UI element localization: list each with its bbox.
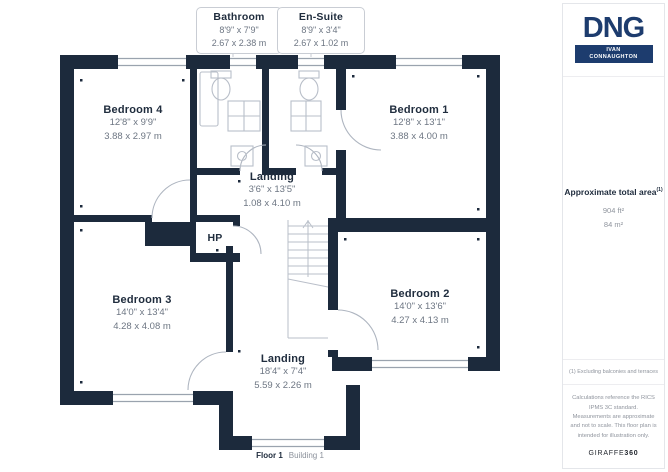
room-dims-m: 3.88 x 2.97 m <box>104 130 162 142</box>
shower-icon <box>290 100 322 132</box>
room-dims-ft: 12'8" x 9'9" <box>109 117 157 128</box>
shower-icon <box>227 100 261 132</box>
room-dims-m: 4.27 x 4.13 m <box>391 314 449 326</box>
total-area-ft: 904 ft² <box>602 206 625 216</box>
plan-footer: Floor 1 Building 1 <box>225 451 355 460</box>
windows <box>113 57 468 448</box>
door-arcs <box>151 109 382 391</box>
room-name: Bedroom 1 <box>389 104 449 116</box>
room-dims-ft: 18'4" x 7'4" <box>259 366 307 377</box>
room-name: HP <box>207 232 223 244</box>
staircase <box>287 220 329 339</box>
walls <box>60 55 500 450</box>
dng-logo-text: DNG <box>582 12 645 44</box>
dng-sub-line2: CONNAUGHTON <box>589 54 638 61</box>
label-landing-upper: Landing 3'6" x 13'5" 1.08 x 4.10 m <box>210 171 334 211</box>
label-bedroom-2: Bedroom 2 14'0" x 13'6" 4.27 x 4.13 m <box>357 288 483 328</box>
callout-bathroom: Bathroom 8'9" x 7'9" 2.67 x 2.38 m <box>196 7 282 55</box>
room-name: Landing <box>260 353 306 365</box>
sink-icon <box>230 145 254 167</box>
label-landing-lower: Landing 18'4" x 7'4" 5.59 x 2.26 m <box>221 353 345 393</box>
total-area-title: Approximate total area(1) <box>563 187 664 197</box>
agency-logo: DNG IVAN CONNAUGHTON <box>563 4 664 78</box>
dimension-markers <box>80 75 480 384</box>
label-bedroom-1: Bedroom 1 12'8" x 13'1" 3.88 x 4.00 m <box>356 104 482 144</box>
room-dims-m: 2.67 x 2.38 m <box>211 38 267 49</box>
room-name: Bathroom <box>213 11 265 23</box>
dng-sub-line1: IVAN <box>606 47 621 53</box>
building-label: Building 1 <box>288 451 324 460</box>
room-name: En-Suite <box>298 11 344 23</box>
callout-ensuite: En-Suite 8'9" x 3'4" 2.67 x 1.02 m <box>277 7 365 55</box>
room-name: Bedroom 4 <box>103 104 163 116</box>
total-area-section: Approximate total area(1) 904 ft² 84 m² <box>563 187 664 231</box>
total-area-title-text: Approximate total area <box>564 187 657 198</box>
dng-logo-subtitle: IVAN CONNAUGHTON <box>574 45 653 64</box>
sink-icon <box>304 145 328 167</box>
area-footnote: (1) Excluding balconies and terraces <box>563 359 664 384</box>
total-area-footnote-marker: (1) <box>656 187 663 194</box>
room-dims-m: 4.28 x 4.08 m <box>113 320 171 332</box>
room-dims-ft: 8'9" x 7'9" <box>219 25 259 35</box>
room-dims-m: 3.88 x 4.00 m <box>390 130 448 142</box>
toilet-icon <box>210 70 232 101</box>
room-name: Landing <box>249 171 295 183</box>
floor-label: Floor 1 <box>256 451 283 460</box>
room-dims-ft: 3'6" x 13'5" <box>248 184 296 195</box>
room-dims-m: 1.08 x 4.10 m <box>243 197 301 209</box>
disclaimer-text: Calculations reference the RICS IPMS 3C … <box>570 395 657 439</box>
fixtures <box>199 70 328 167</box>
info-sidebar: DNG IVAN CONNAUGHTON Approximate total a… <box>562 3 665 469</box>
label-bedroom-3: Bedroom 3 14'0" x 13'4" 4.28 x 4.08 m <box>79 294 205 334</box>
room-name: Bedroom 3 <box>112 294 172 306</box>
room-dims-m: 2.67 x 1.02 m <box>293 38 349 49</box>
room-dims-ft: 14'0" x 13'6" <box>393 301 447 312</box>
giraffe360-suffix: 360 <box>624 449 639 457</box>
room-name: Bedroom 2 <box>390 288 450 300</box>
toilet-icon <box>298 70 320 101</box>
stairs-up-arrow-icon <box>302 220 314 229</box>
total-area-values: 904 ft² 84 m² <box>563 204 664 231</box>
room-dims-m: 5.59 x 2.26 m <box>254 379 312 391</box>
label-bedroom-4: Bedroom 4 12'8" x 9'9" 3.88 x 2.97 m <box>70 104 196 144</box>
giraffe360-logo: GIRAFFE360 <box>570 448 657 459</box>
sidebar-bottom: (1) Excluding balconies and terraces Cal… <box>563 359 664 468</box>
giraffe360-name: GIRAFFE <box>588 449 625 457</box>
room-dims-ft: 14'0" x 13'4" <box>115 307 169 318</box>
label-hp: HP <box>196 232 234 244</box>
room-dims-ft: 12'8" x 13'1" <box>392 117 446 128</box>
total-area-m: 84 m² <box>603 219 624 229</box>
disclaimer-section: Calculations reference the RICS IPMS 3C … <box>563 384 664 468</box>
room-dims-ft: 8'9" x 3'4" <box>301 25 341 35</box>
